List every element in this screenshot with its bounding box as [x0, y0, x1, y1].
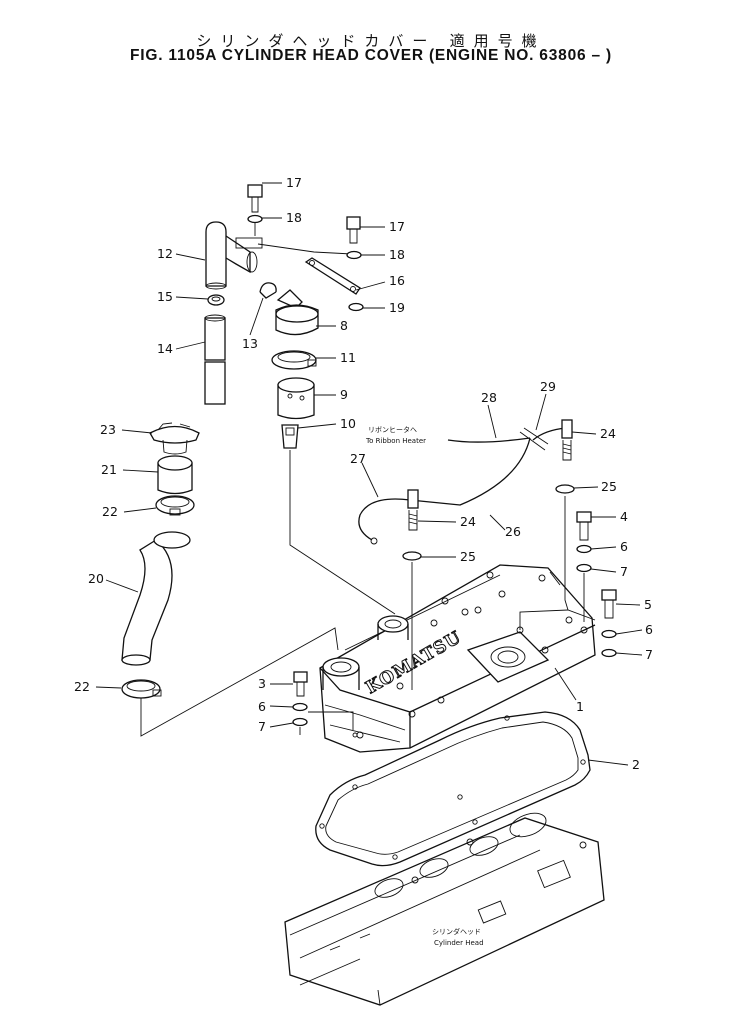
callout-24-left: 24 [460, 514, 476, 529]
callout-5: 5 [644, 597, 652, 612]
callout-6-top: 6 [620, 539, 628, 554]
leader-pipe-to-bracket [257, 243, 353, 255]
adapter-9 [277, 377, 315, 420]
callout-7-bottom: 7 [258, 719, 266, 734]
bolt-17-top [247, 184, 263, 213]
cylinder-head-label-en: Cylinder Head [434, 939, 484, 947]
callout-20: 20 [88, 571, 104, 586]
heater-plug-24-right [561, 419, 573, 461]
title-english: FIG. 1105A CYLINDER HEAD COVER (ENGINE N… [129, 47, 613, 64]
callout-16: 16 [389, 273, 405, 288]
callout-10: 10 [340, 416, 356, 431]
bolt-17-right [346, 216, 361, 244]
callout-19: 19 [389, 300, 405, 315]
callout-4: 4 [620, 509, 628, 524]
washer-6-mid [601, 629, 617, 639]
callout-15: 15 [157, 289, 173, 304]
callout-27: 27 [350, 451, 366, 466]
callout-17-top: 17 [286, 175, 302, 190]
rubber-hose-end [153, 531, 191, 549]
callout-25-right: 25 [601, 479, 617, 494]
washer-7-mid [601, 648, 617, 658]
leader-heater-right [564, 496, 569, 611]
callout-18-right: 18 [389, 247, 405, 262]
callout-23: 23 [100, 422, 116, 437]
hose-clamp-upper [155, 495, 195, 516]
callout-17-right: 17 [389, 219, 405, 234]
washer-6-bottom [292, 702, 308, 712]
callout-3: 3 [258, 676, 266, 691]
filler-tube [157, 455, 193, 495]
callout-13: 13 [242, 336, 258, 351]
washer-19 [348, 302, 364, 312]
hose-clamp-lower [121, 679, 162, 699]
leader-plug-to-cover [289, 450, 396, 615]
callout-29: 29 [540, 379, 556, 394]
callout-6-bottom: 6 [258, 699, 266, 714]
rubber-hose [121, 539, 173, 661]
washer-18-right [346, 250, 362, 260]
callout-8: 8 [340, 318, 348, 333]
gasket [315, 711, 591, 867]
elbow-hose-8 [275, 289, 319, 336]
clip-13 [259, 282, 277, 299]
bolt-5 [601, 589, 617, 619]
bracket-16 [304, 257, 361, 295]
washer-18-top [247, 214, 263, 224]
callout-1: 1 [576, 699, 584, 714]
washer-25-right [555, 484, 575, 494]
callout-22-lower: 22 [74, 679, 90, 694]
bolt-4 [576, 511, 592, 541]
callout-24-right: 24 [600, 426, 616, 441]
callout-25-left: 25 [460, 549, 476, 564]
washer-7-bottom [292, 717, 308, 727]
hose-14 [204, 314, 226, 405]
callout-22-upper: 22 [102, 504, 118, 519]
callout-14: 14 [157, 341, 173, 356]
callout-21: 21 [101, 462, 117, 477]
rubber-hose-bottom-end [121, 654, 151, 666]
callout-18-top: 18 [286, 210, 302, 225]
callout-6-mid: 6 [645, 622, 653, 637]
clamp-11 [271, 350, 317, 370]
washer-6-top [576, 544, 592, 554]
leader-line-clamp-to-cover [140, 627, 339, 737]
callout-9: 9 [340, 387, 348, 402]
washer-7-top [576, 563, 592, 573]
nut-15 [207, 294, 225, 306]
callout-leaders [95, 182, 643, 766]
callout-26: 26 [505, 524, 521, 539]
cylinder-head-cover: KOMATSU [319, 564, 596, 753]
ribbon-heater-label-jp: リボンヒータへ [368, 425, 417, 434]
callout-7-mid: 7 [645, 647, 653, 662]
title-japanese: シリンダヘッドカバー 適用号機 [196, 33, 546, 50]
heater-plug-24-left [407, 489, 419, 531]
cylinder-head [284, 812, 605, 1006]
plug-10 [281, 424, 299, 449]
callout-28: 28 [481, 390, 497, 405]
ribbon-heater-label-en: To Ribbon Heater [365, 437, 426, 445]
cylinder-head-label-jp: シリンダヘッド [432, 927, 481, 936]
callout-7-top: 7 [620, 564, 628, 579]
leader-bolt-5 [519, 609, 596, 630]
breather-pipe [205, 221, 263, 290]
oil-filler-cap [149, 422, 200, 455]
callout-2: 2 [632, 757, 640, 772]
bolt-3 [293, 671, 308, 697]
washer-25-left [402, 551, 422, 561]
callout-12: 12 [157, 246, 173, 261]
heater-wire [358, 427, 567, 545]
leader-bolt-3 [299, 711, 354, 735]
callout-11: 11 [340, 350, 356, 365]
